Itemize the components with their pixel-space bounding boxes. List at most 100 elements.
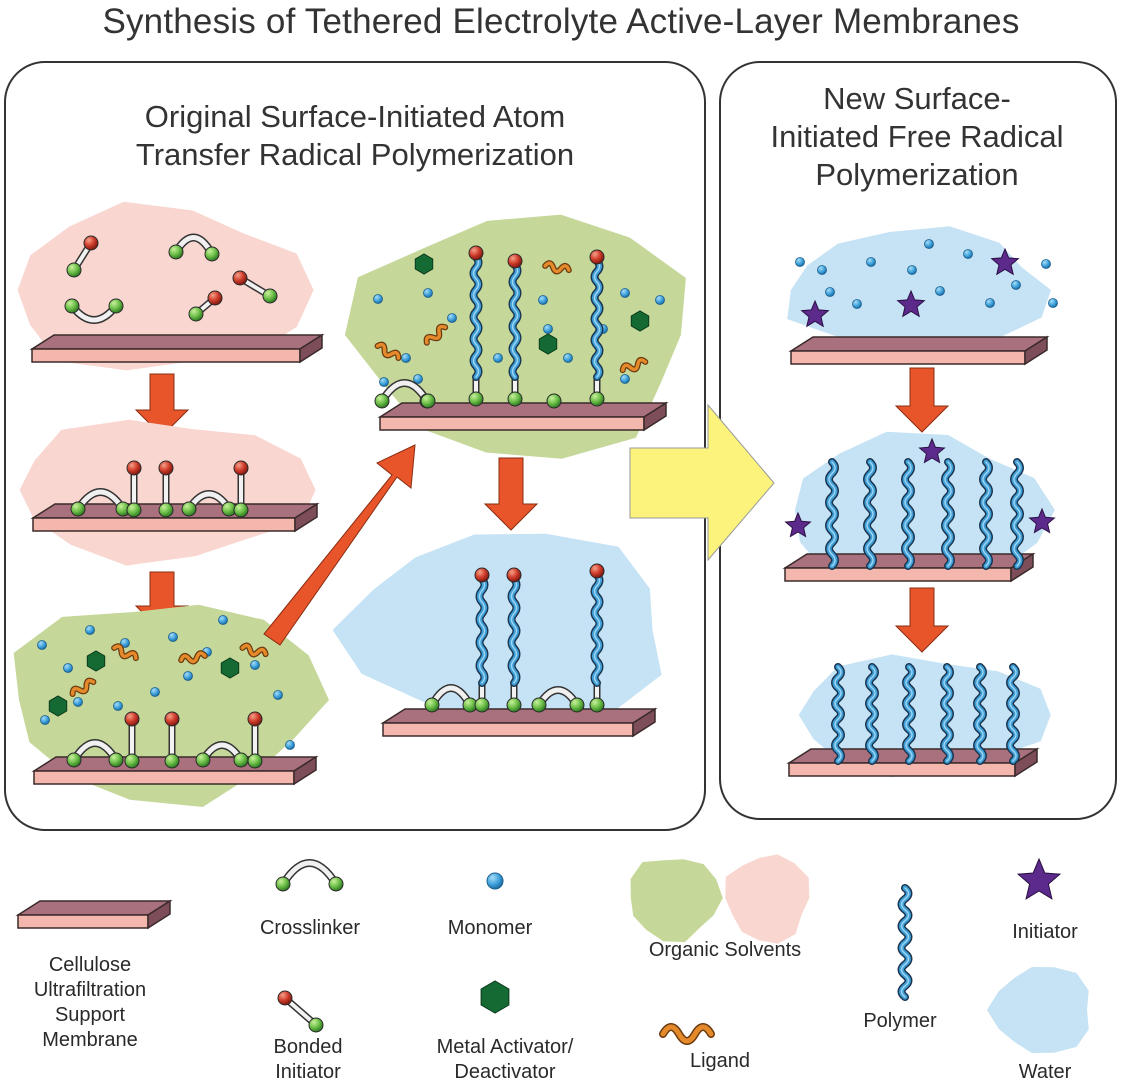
monomer xyxy=(63,663,73,673)
crosslinker-end xyxy=(168,244,184,260)
membrane-side xyxy=(293,755,317,786)
left-panel-frame xyxy=(4,61,706,831)
tethered-polymer-highlight xyxy=(511,264,519,378)
monomer xyxy=(150,687,160,697)
right-panel-title: New Surface- Initiated Free Radical Poly… xyxy=(722,80,1112,194)
membrane-front xyxy=(32,517,296,532)
process-arrow-down xyxy=(894,367,950,433)
monomer xyxy=(563,353,573,363)
legend-support-line1: Cellulose xyxy=(48,954,132,976)
left-panel-title-line1: Original Surface-Initiated Atom xyxy=(144,99,566,134)
monomer xyxy=(817,265,827,275)
tethered-polymer-highlight xyxy=(478,578,486,684)
monomer xyxy=(963,249,973,259)
monomer xyxy=(795,257,805,267)
crosslinker-end xyxy=(531,697,547,713)
legend-monomer xyxy=(486,872,504,890)
metal-activator xyxy=(48,695,68,717)
monomer xyxy=(85,625,95,635)
legend-ligand xyxy=(660,1024,714,1044)
initiator-head xyxy=(277,990,293,1006)
bonded-initiator-anchor xyxy=(164,753,180,769)
polymer-end-initiator xyxy=(474,567,490,583)
bonded-initiator-anchor xyxy=(233,502,249,518)
crosslinker-end xyxy=(66,752,82,768)
monomer xyxy=(401,353,411,363)
grown-polymer-highlight xyxy=(828,461,836,567)
polymer-end-initiator xyxy=(589,249,605,265)
monomer xyxy=(1011,280,1021,290)
monomer xyxy=(273,690,283,700)
initiator-head xyxy=(207,290,223,306)
membrane-front xyxy=(382,722,634,737)
legend-monomer-label: Monomer xyxy=(447,917,533,939)
final-polymer-highlight xyxy=(905,666,913,762)
bonded-initiator-head xyxy=(124,711,140,727)
membrane-side xyxy=(294,502,318,533)
monomer xyxy=(183,671,193,681)
legend-metal-line1: Metal Activator/ xyxy=(436,1036,574,1058)
crosslinker-end xyxy=(204,246,220,262)
membrane-side xyxy=(1010,552,1034,583)
legend-polymer-highlight xyxy=(900,887,910,998)
monomer xyxy=(250,660,260,670)
ligand xyxy=(240,643,268,657)
bonded-initiator-anchor xyxy=(158,502,174,518)
monomer xyxy=(73,697,83,707)
monomer xyxy=(866,257,876,267)
support-membrane xyxy=(377,401,669,432)
metal-activator xyxy=(414,253,434,275)
final-polymer-highlight xyxy=(834,666,842,762)
initiator-head xyxy=(83,235,99,251)
crosslinker-end xyxy=(328,876,344,892)
monomer xyxy=(825,287,835,297)
final-polymer-highlight xyxy=(943,666,951,762)
polymer-end-initiator xyxy=(468,245,484,261)
crosslinker-end xyxy=(275,876,291,892)
grown-polymer-highlight xyxy=(982,461,990,567)
monomer xyxy=(924,239,934,249)
polymer-anchor xyxy=(468,391,484,407)
bonded-initiator-head xyxy=(247,711,263,727)
initiator-star xyxy=(918,437,946,464)
legend-layer xyxy=(15,854,1089,1053)
surface-anchor xyxy=(546,393,562,409)
bonded-initiator-anchor xyxy=(124,753,140,769)
monomer xyxy=(1041,259,1051,269)
membrane-front xyxy=(33,770,295,785)
monomer xyxy=(620,288,630,298)
bonded-initiator-head xyxy=(233,460,249,476)
legend-organic-label: Organic Solvents xyxy=(648,939,802,961)
monomer xyxy=(168,632,178,642)
monomer xyxy=(543,324,553,334)
membrane-side xyxy=(632,707,656,738)
right-panel-title-line2: Initiated Free Radical xyxy=(770,119,1064,154)
membrane-top xyxy=(380,708,658,724)
monomer xyxy=(935,286,945,296)
legend-organic-green xyxy=(630,859,723,943)
polymer-end-initiator xyxy=(506,567,522,583)
bonded-initiator-head xyxy=(164,711,180,727)
legend-organic-pink xyxy=(725,854,810,944)
tethered-polymer-highlight xyxy=(593,574,601,684)
crosslinker-end xyxy=(424,697,440,713)
ligand xyxy=(112,644,138,660)
bonded-initiator-anchor xyxy=(126,502,142,518)
polymer-anchor xyxy=(474,697,490,713)
crosslinker-end xyxy=(195,752,211,768)
monomer xyxy=(218,615,228,625)
initiator-anchor xyxy=(308,1017,324,1033)
legend-support-line3: Support xyxy=(54,1004,126,1026)
ligand xyxy=(375,342,401,360)
polymer-end-initiator xyxy=(589,563,605,579)
legend-crosslinker-label: Crosslinker xyxy=(259,917,361,939)
crosslinker-end xyxy=(108,298,124,314)
water-bg xyxy=(332,533,662,726)
polymer-anchor xyxy=(589,391,605,407)
monomer xyxy=(40,715,50,725)
process-arrow-diagonal xyxy=(263,444,416,646)
crosslinker-end xyxy=(70,501,86,517)
metal-activator xyxy=(220,657,240,679)
tethered-polymer-highlight xyxy=(510,578,518,684)
membrane-front xyxy=(31,348,301,363)
